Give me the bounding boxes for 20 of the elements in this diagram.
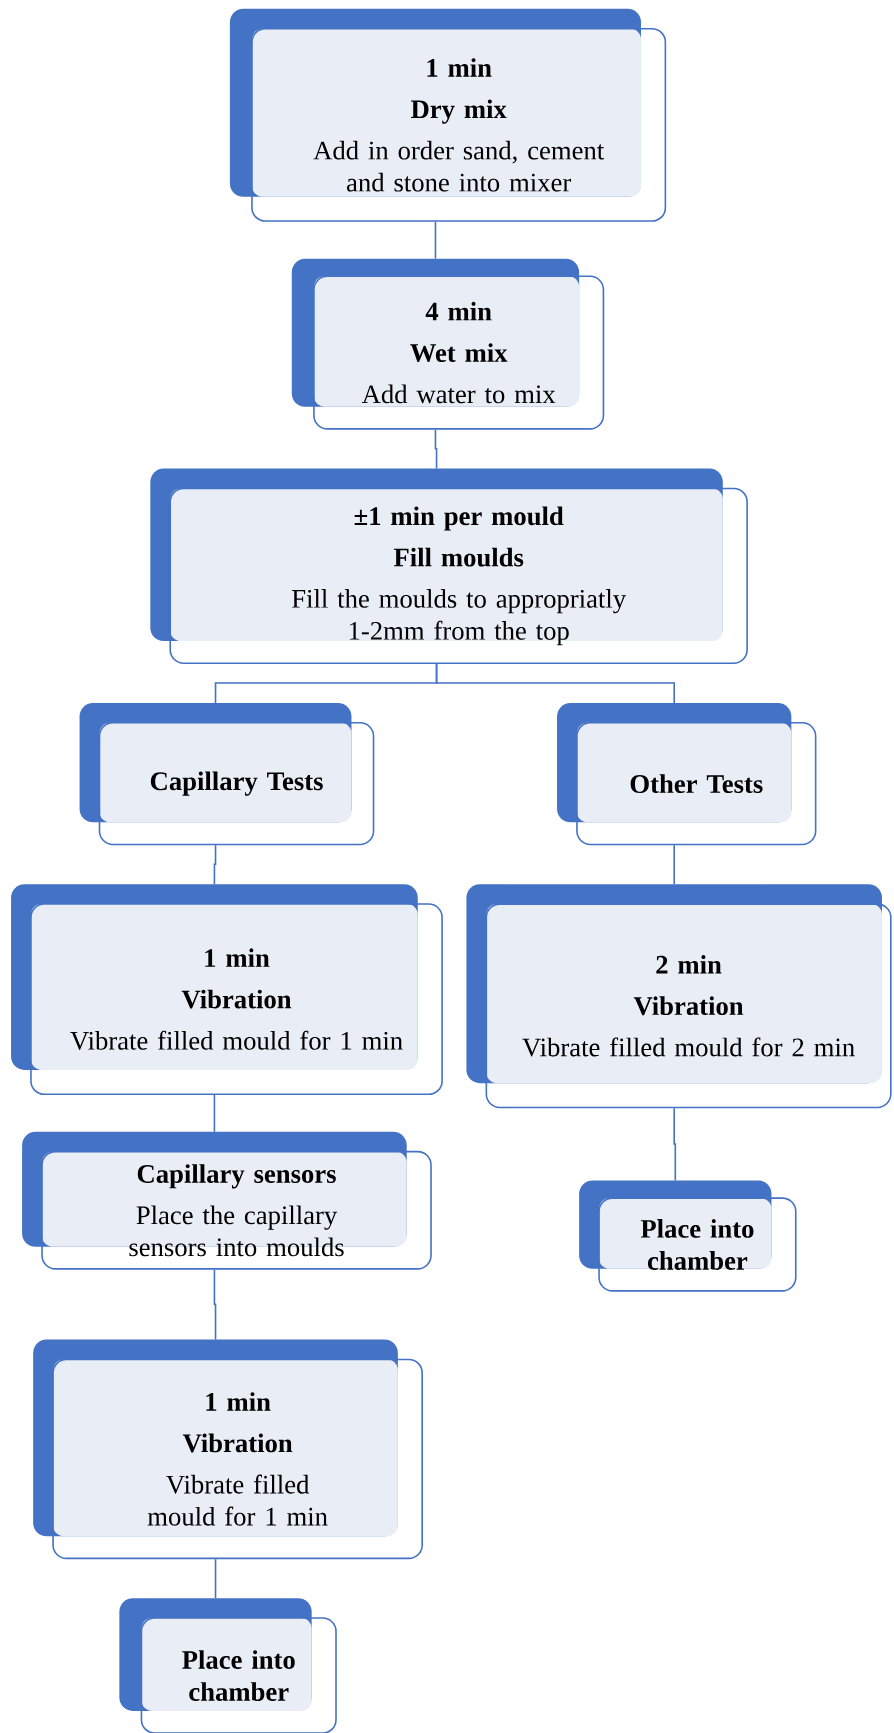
process-box: 2 min Vibration Vibrate filled mould for 2 min — [485, 903, 892, 1109]
connector-line — [434, 221, 437, 260]
process-box: 1 min Dry mix Add in order sand, cement and stone into mixer — [251, 27, 667, 222]
process-box: Other Tests — [576, 722, 817, 846]
connector-line — [214, 1558, 217, 1599]
connector-line — [213, 1268, 217, 1341]
connector-line — [434, 428, 438, 470]
process-box: 1 min Vibration Vibrate filled mould for 1 min — [52, 1358, 423, 1560]
connector-line — [213, 1094, 216, 1133]
process-box: Capillary Tests — [98, 722, 375, 846]
connector-line — [673, 1107, 677, 1182]
connector-line — [213, 844, 217, 885]
process-box: 4 min Wet mix Add water to mix — [313, 275, 605, 430]
process-box: Place into chamber — [598, 1197, 797, 1292]
process-box: Place into chamber — [140, 1617, 337, 1733]
process-box: Capillary sensors Place the capillary sensors into moulds — [41, 1150, 432, 1270]
process-box: ±1 min per mould Fill moulds Fill the moulds to appropriatly 1-2mm from the top — [169, 487, 748, 664]
process-box: 1 min Vibration Vibrate filled mould for 1 min — [30, 903, 443, 1095]
connector-line — [435, 663, 675, 704]
connector-line — [673, 844, 675, 885]
